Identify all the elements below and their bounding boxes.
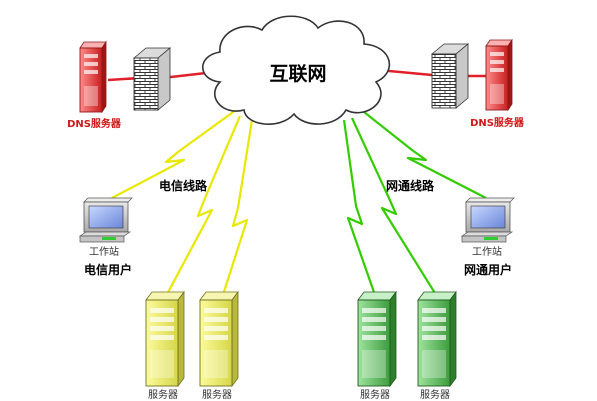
netcom-link-server2 <box>351 117 439 299</box>
server-icon: 服务器 <box>357 290 397 401</box>
telecom-server2-label: 服务器 <box>202 388 232 401</box>
cloud-icon: 互联网 <box>202 15 391 125</box>
dns-server-left: DNS服务器 <box>67 40 122 130</box>
server-icon: 服务器 <box>417 290 457 401</box>
dns-server-right: DNS服务器 <box>470 38 525 129</box>
telecom-user-label: 电信用户 <box>84 262 132 277</box>
telecom-link-server1 <box>164 115 242 299</box>
netcom-server1-label: 服务器 <box>360 388 390 401</box>
firewall-icon <box>132 47 172 111</box>
telecom-server1-label: 服务器 <box>148 388 178 401</box>
server-icon: 服务器 <box>199 290 239 401</box>
dns-server-right-label: DNS服务器 <box>470 116 525 129</box>
telecom-line-label: 电信线路 <box>159 178 208 193</box>
telecom-link-server2 <box>220 119 254 299</box>
cloud-label: 互联网 <box>269 63 326 85</box>
dns-server-left-label: DNS服务器 <box>67 117 122 130</box>
netcom-server2-label: 服务器 <box>420 388 450 401</box>
telecom-workstation-label: 工作站 <box>89 245 119 258</box>
server-icon: 服务器 <box>145 290 185 401</box>
netcom-links <box>342 111 487 299</box>
netcom-link-workstation <box>363 111 487 199</box>
netcom-link-server1 <box>342 119 378 299</box>
workstation-icon: 工作站 网通用户 <box>460 197 515 277</box>
netcom-line-label: 网通线路 <box>386 178 435 193</box>
telecom-link-workstation <box>111 109 237 199</box>
workstation-icon: 工作站 电信用户 <box>78 197 133 277</box>
netcom-user-label: 网通用户 <box>464 262 512 277</box>
telecom-links <box>111 109 254 299</box>
netcom-workstation-label: 工作站 <box>472 245 502 258</box>
firewall-icon <box>430 43 470 109</box>
